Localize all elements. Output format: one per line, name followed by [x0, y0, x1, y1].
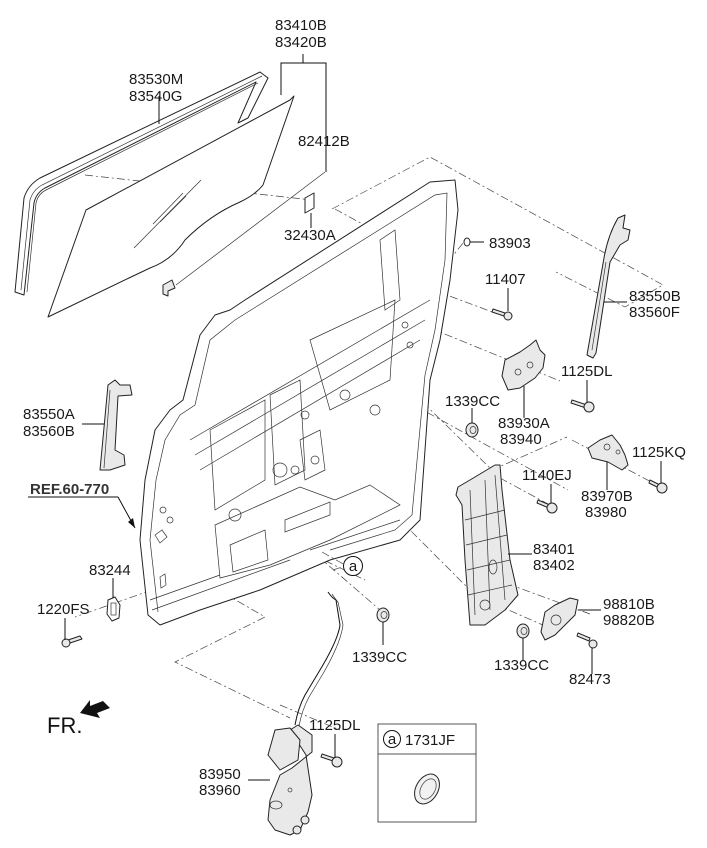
bolt-1125dl-top: [570, 399, 595, 413]
front-indicator-label: FR.: [47, 713, 82, 738]
label-hinge-lower-1: 83970B: [581, 488, 633, 505]
window-regulator: [455, 464, 519, 626]
legend-callout-text: a: [388, 731, 397, 748]
rear-channel-83550b: [586, 214, 631, 359]
part-labels: 83410B 83420B 83530M 83540G 82412B 32430…: [23, 17, 686, 799]
front-direction-arrow: FR.: [47, 700, 110, 738]
label-front-channel-1: 83550A: [23, 406, 75, 423]
label-latch-2: 83960: [199, 782, 241, 799]
label-regulator-2: 83402: [533, 557, 575, 574]
label-1339cc-regulator: 1339CC: [494, 657, 549, 674]
legend-callout-circle: [383, 730, 401, 748]
label-rear-channel-1: 83550B: [629, 288, 681, 305]
label-1140ej: 1140EJ: [522, 467, 572, 484]
label-run-channel-2: 83540G: [129, 88, 182, 105]
glass-run-channel: [14, 71, 269, 296]
label-regulator-1: 83401: [533, 541, 575, 558]
front-channel-83550a: [99, 379, 133, 471]
regulator-motor: [540, 597, 579, 641]
leader-lines: [28, 54, 662, 781]
hinge-lower-83970b: [587, 434, 629, 471]
bolt-11407: [491, 308, 513, 321]
label-1125kq: 1125KQ: [632, 444, 686, 461]
label-1339cc-lower: 1339CC: [352, 649, 407, 666]
label-11407: 11407: [485, 271, 526, 288]
bolt-1125dl-bottom: [320, 753, 343, 768]
bolt-1140ej: [536, 499, 558, 514]
label-ref-60-770: REF.60-770: [30, 481, 109, 498]
grommet-1339cc-lower: [376, 607, 390, 623]
label-1125dl-top: 1125DL: [561, 363, 612, 380]
grommet-1339cc-center: [465, 422, 479, 438]
bolt-1125kq: [648, 479, 668, 494]
plug-1731jf-icon: [414, 773, 440, 805]
door-latch: [267, 724, 313, 836]
label-1339cc-center: 1339CC: [445, 393, 500, 410]
arrow-icon: [80, 700, 110, 718]
bolt-82473: [576, 632, 598, 649]
label-motor-1: 98810B: [603, 596, 655, 613]
label-82412b: 82412B: [298, 133, 350, 150]
sticker-32430a: [304, 192, 315, 214]
label-glass-2: 83420B: [275, 34, 327, 51]
callout-a-text: a: [349, 558, 358, 575]
legend-part-number: 1731JF: [405, 732, 455, 749]
label-83244: 83244: [89, 562, 131, 579]
label-rear-channel-2: 83560F: [629, 304, 680, 321]
label-1125dl-bottom: 1125DL: [309, 717, 360, 734]
plug-83903: [463, 237, 471, 247]
grommet-1339cc-regulator: [516, 623, 530, 639]
label-motor-2: 98820B: [603, 612, 655, 629]
label-32430a: 32430A: [284, 227, 336, 244]
striker-83244: [106, 596, 121, 622]
label-run-channel-1: 83530M: [129, 71, 183, 88]
label-glass-1: 83410B: [275, 17, 327, 34]
latch-cable: [294, 591, 344, 727]
label-hinge-upper-1: 83930A: [498, 415, 550, 432]
label-latch-1: 83950: [199, 766, 241, 783]
label-1220fs: 1220FS: [37, 601, 90, 618]
door-inner-panel: [139, 179, 459, 626]
screw-1220fs: [61, 635, 83, 648]
hinge-upper-83930a: [501, 339, 546, 391]
label-front-channel-2: 83560B: [23, 423, 75, 440]
door-glass: [47, 95, 326, 318]
callout-a-marker: a: [321, 551, 363, 576]
label-83903: 83903: [489, 235, 531, 252]
label-hinge-upper-2: 83940: [500, 431, 542, 448]
legend-box: a 1731JF: [377, 723, 477, 823]
label-82473: 82473: [569, 671, 611, 688]
label-hinge-lower-2: 83980: [585, 504, 627, 521]
